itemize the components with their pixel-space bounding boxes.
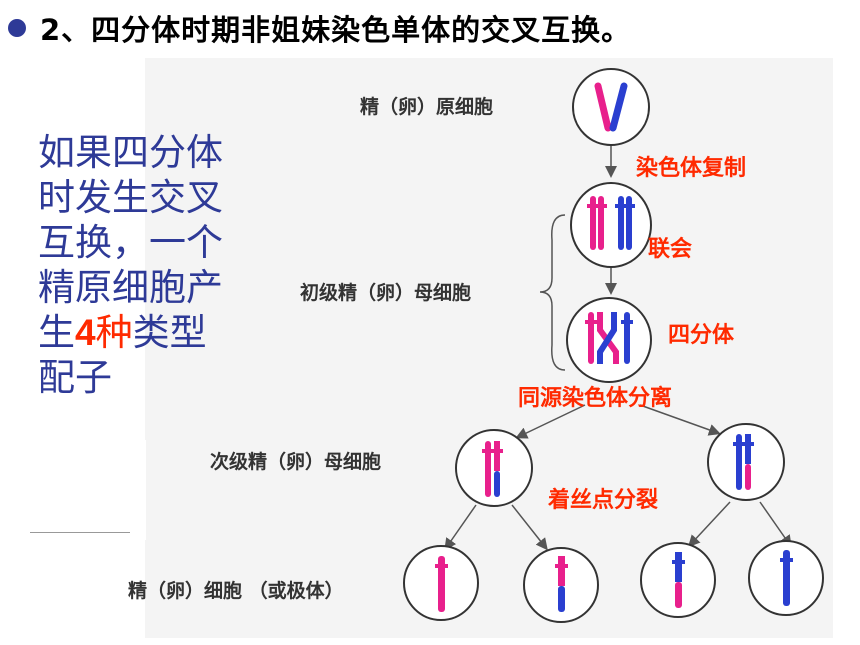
text-line-2: 时发生交叉	[38, 176, 223, 219]
diagram-panel	[145, 58, 833, 638]
cell-primary-synapsis	[570, 182, 652, 268]
arrow-to-secondary-right	[639, 404, 721, 436]
label-primary-spermatocyte: 初级精（卵）母细胞	[300, 282, 472, 304]
cell-gamete-3	[640, 542, 716, 618]
annotation-replication: 染色体复制	[636, 156, 747, 181]
divider-line	[30, 532, 130, 533]
cell-secondary-left	[455, 429, 533, 507]
gamete-count-unit: 种	[95, 311, 133, 354]
annotation-centromere-split: 着丝点分裂	[548, 488, 659, 513]
annotation-synapsis: 联会	[648, 237, 693, 262]
text-line-5-start: 生	[38, 311, 75, 354]
annotation-tetrad: 四分体	[668, 323, 735, 348]
label-gamete: 精（卵）细胞 （或极体）	[128, 580, 344, 602]
annotation-homolog-separation: 同源染色体分离	[518, 386, 673, 411]
arrow-gamete-3	[687, 501, 731, 548]
gamete-count: 4	[75, 312, 96, 353]
cell-gamete-1	[403, 545, 479, 621]
explanation-text: 如果四分体 时发生交叉 互换，一个 精原细胞产 生4种类型 配子	[38, 130, 268, 400]
arrow-to-secondary-left	[515, 404, 586, 439]
primary-bracket	[539, 214, 566, 371]
cell-primary-tetrad	[566, 297, 652, 383]
text-backdrop	[22, 440, 146, 540]
slide-title: 2、四分体时期非姐妹染色单体的交叉互换。	[8, 6, 631, 50]
text-line-6: 配子	[38, 356, 112, 399]
cell-gamete-2	[523, 547, 599, 623]
arrow-gamete-2	[511, 504, 548, 551]
text-line-1: 如果四分体	[38, 131, 223, 174]
text-line-5: 生4种类型	[38, 310, 268, 355]
cell-gamete-4	[748, 540, 824, 616]
bullet-icon	[8, 19, 26, 37]
arrow-gamete-4	[759, 501, 792, 548]
label-spermatogonium: 精（卵）原细胞	[360, 96, 494, 118]
arrow-gamete-1	[444, 504, 477, 551]
cell-secondary-right	[707, 423, 785, 501]
cell-spermatogonium	[572, 68, 650, 146]
slide-title-text: 2、四分体时期非姐妹染色单体的交叉互换。	[40, 13, 632, 47]
text-line-5-end: 类型	[132, 311, 207, 354]
text-line-3: 互换，一个	[38, 221, 223, 264]
label-secondary-spermatocyte: 次级精（卵）母细胞	[210, 451, 382, 473]
text-line-4: 精原细胞产	[38, 266, 223, 309]
